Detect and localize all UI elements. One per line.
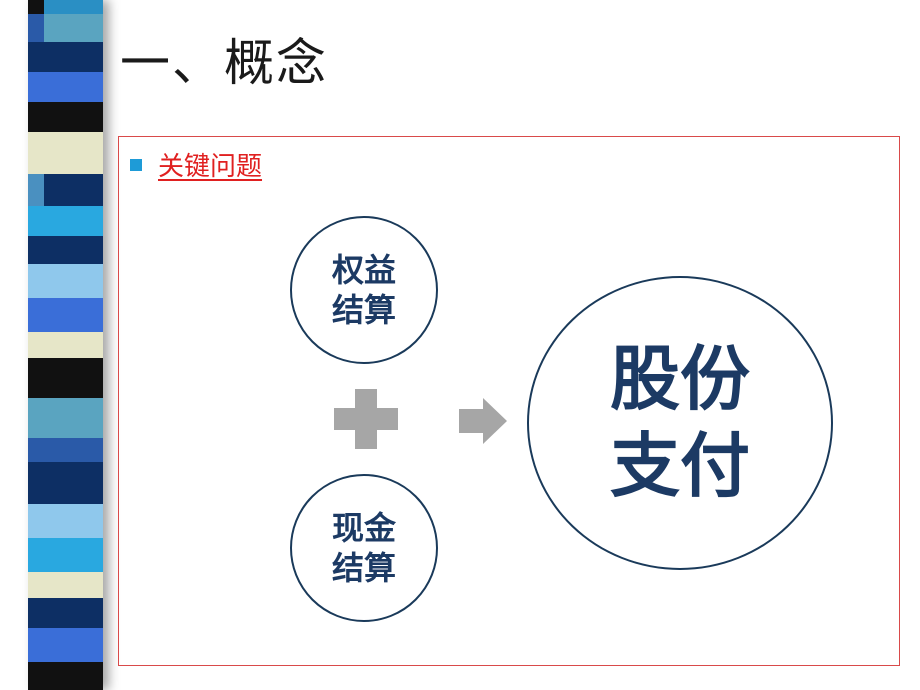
right-arrow-icon — [459, 398, 507, 444]
equity-settlement-circle: 权益 结算 — [290, 216, 438, 364]
cash-settlement-circle: 现金 结算 — [290, 474, 438, 622]
bullet-link-key-questions[interactable]: 关键问题 — [158, 152, 263, 182]
square-bullet-icon — [130, 158, 142, 171]
bullet-item: 关键问题 — [130, 146, 262, 183]
content-frame — [118, 136, 900, 666]
slide-title: 一、概念 — [120, 34, 328, 92]
plus-icon — [334, 389, 398, 449]
decorative-stripe-bar — [28, 0, 103, 690]
equity-settlement-label: 权益 结算 — [331, 251, 396, 329]
share-based-payment-circle: 股份 支付 — [527, 276, 833, 570]
cash-settlement-label: 现金 结算 — [331, 509, 396, 587]
share-based-payment-label: 股份 支付 — [610, 337, 750, 508]
